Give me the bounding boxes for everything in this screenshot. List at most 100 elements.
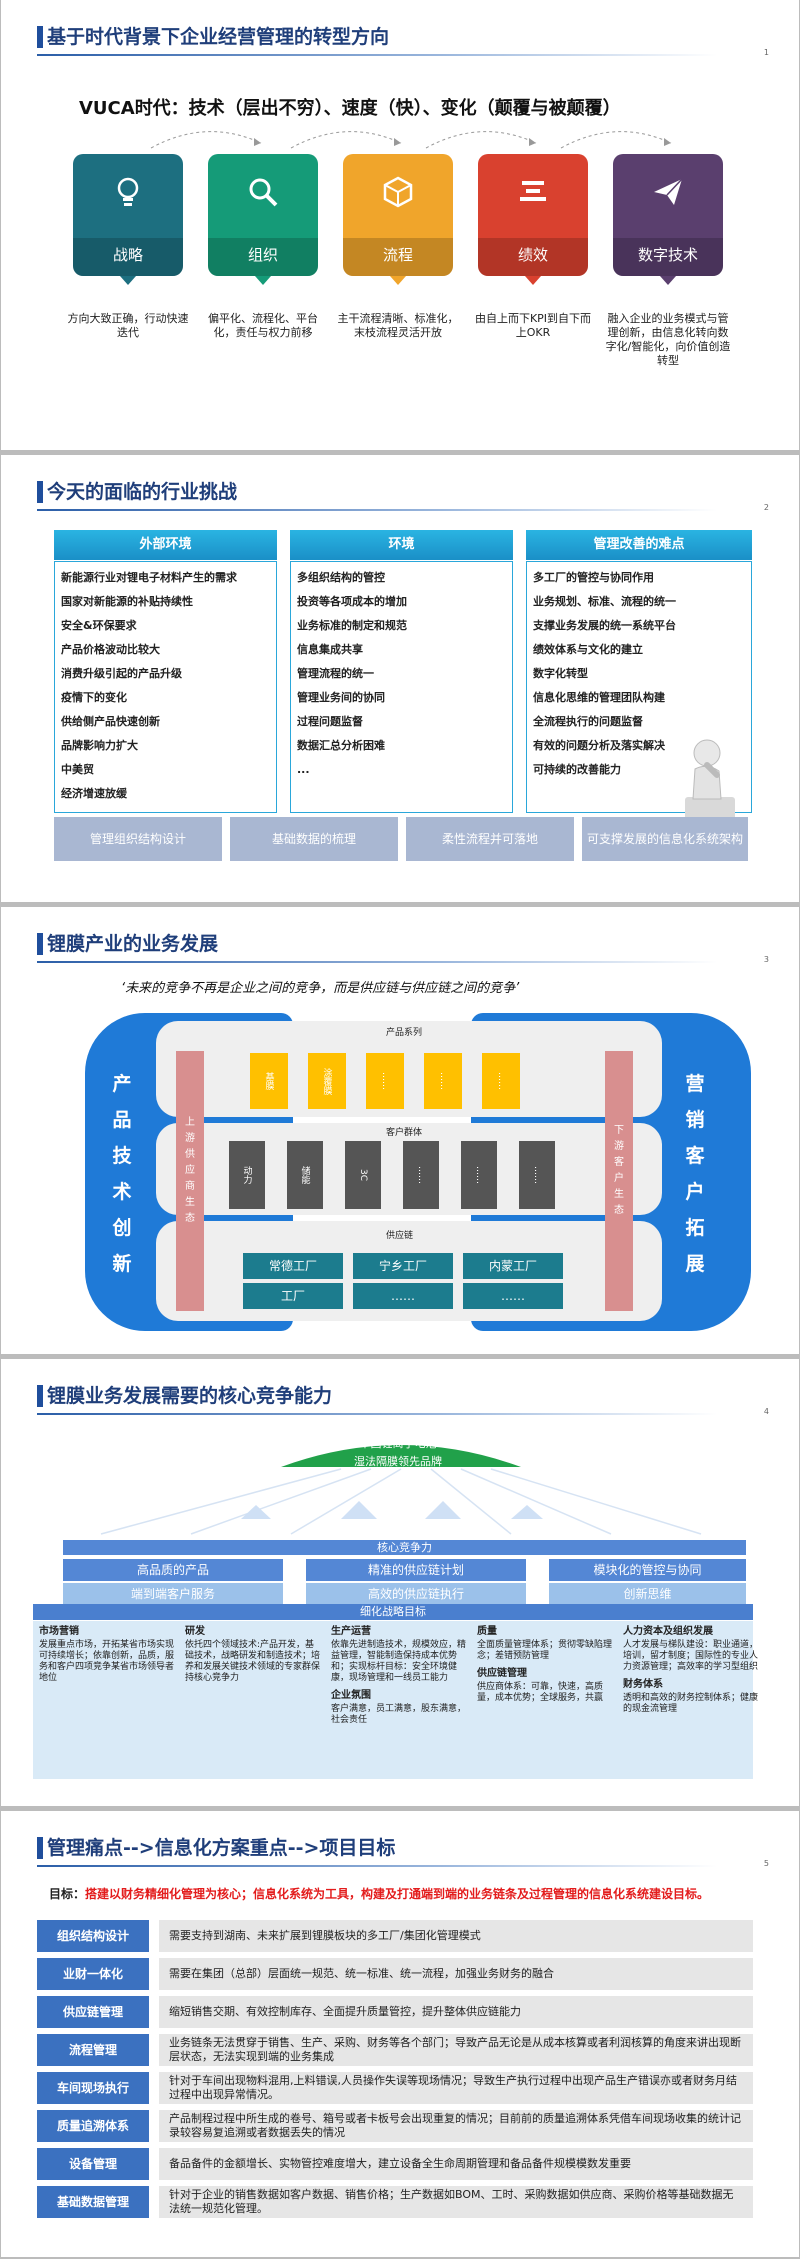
card-2: 流程 xyxy=(343,154,453,285)
list-item: 可持续的改善能力 xyxy=(533,763,621,776)
upstream-bar xyxy=(176,1051,204,1311)
card-pointer xyxy=(120,276,136,285)
card-description: 融入企业的业务模式与管理创新，由信息化转向数字化/智能化，向价值创造转型 xyxy=(605,312,731,367)
list-item: 全流程执行的问题监督 xyxy=(533,715,643,728)
strategy-text: 依托四个领域技术:产品开发，基础技术，战略研发和制造技术；培养和发展关键技术领域… xyxy=(185,1640,321,1683)
strategy-text-2: 供应商体系：可靠，快速，高质量，成本优势；全球服务，共赢 xyxy=(477,1682,604,1703)
left-vertical-char: 技 xyxy=(112,1145,132,1167)
lightbulb-icon xyxy=(73,172,183,216)
downstream-char: 游 xyxy=(614,1141,624,1152)
strategy-heading: 质量 xyxy=(477,1626,497,1637)
left-vertical-char: 术 xyxy=(112,1181,132,1203)
page-number: 3 xyxy=(763,955,769,964)
slide-title: 锂膜业务发展需要的核心竞争能力 xyxy=(47,1385,333,1407)
pyramid-graphic xyxy=(61,1445,741,1539)
list-item: ... xyxy=(297,763,310,776)
strategy-text: 人才发展与梯队建设：职业通道，培训，留才制度；国际性的专业人力资源管理；高效率的… xyxy=(623,1640,759,1672)
card-label: 流程 xyxy=(382,246,413,264)
left-vertical-char: 创 xyxy=(112,1217,132,1239)
card-label-band xyxy=(613,238,723,276)
upstream-char: 上 xyxy=(185,1117,195,1128)
page-number: 5 xyxy=(763,1859,769,1868)
customer-item: …… xyxy=(403,1141,439,1209)
goal-label: 目标： xyxy=(49,1887,86,1901)
list-item: 多工厂的管控与协同作用 xyxy=(533,571,654,584)
row-label: 业财一体化 xyxy=(37,1958,149,1990)
row-description: 备品备件的金额增长、实物管控难度增大，建立设备全生命周期管理和备品备件规模模数发… xyxy=(159,2148,753,2180)
title-underline xyxy=(37,54,717,56)
competence-item: 高效的供应链执行 xyxy=(306,1583,526,1605)
slide-title: 锂膜产业的业务发展 xyxy=(47,933,219,955)
title-bar xyxy=(37,933,43,955)
title-underline xyxy=(37,1413,717,1415)
customer-group-label: 客户群体 xyxy=(386,1128,423,1138)
product-series-label: 产品系列 xyxy=(386,1028,423,1038)
row-label: 基础数据管理 xyxy=(37,2186,149,2218)
card-label: 绩效 xyxy=(517,246,548,264)
bottom-box: 可支撑发展的信息化系统架构 xyxy=(582,817,748,861)
card-label-band xyxy=(343,238,453,276)
customer-item: 动力 xyxy=(229,1141,265,1209)
list-item: 绩效体系与文化的建立 xyxy=(533,643,643,656)
list-item: 过程问题监督 xyxy=(297,715,363,728)
strategy-heading-2: 供应链管理 xyxy=(477,1668,527,1679)
customer-item: …… xyxy=(461,1141,497,1209)
slide-title: 基于时代背景下企业经营管理的转型方向 xyxy=(47,26,390,48)
upstream-char: 游 xyxy=(185,1133,195,1144)
goal-text: 搭建以财务精细化管理为核心；信息化系统为工具，构建及打通端到端的业务链条及过程管… xyxy=(85,1887,710,1901)
product-item: …… xyxy=(424,1053,462,1109)
list-item: 信息集成共享 xyxy=(297,643,363,656)
page-number: 1 xyxy=(763,48,769,57)
search-icon xyxy=(208,172,318,216)
downstream-char: 生 xyxy=(614,1189,624,1200)
downstream-char: 户 xyxy=(614,1173,624,1184)
vuca-line: VUCA时代：技术（层出不穷）、速度（快）、变化（颠覆与被颠覆） xyxy=(79,98,621,119)
strategy-text: 全面质量管理体系；贯彻零缺陷理念；差错预防管理 xyxy=(477,1640,613,1661)
card-description: 方向大致正确，行动快速迭代 xyxy=(67,312,189,339)
upstream-char: 供 xyxy=(185,1149,195,1160)
slide-4: 锂膜业务发展需要的核心竞争能力 4 中国锂离子电池 湿法隔膜领先品牌 核心竞争力… xyxy=(1,1359,799,1806)
list-item: 业务规划、标准、流程的统一 xyxy=(533,595,676,608)
factory-item: 工厂 xyxy=(243,1283,343,1309)
downstream-char: 客 xyxy=(614,1157,624,1168)
left-vertical-char: 新 xyxy=(112,1253,132,1275)
card-pointer xyxy=(255,276,271,285)
paper-plane-icon xyxy=(613,172,723,216)
right-vertical-char: 销 xyxy=(685,1109,705,1131)
competence-item: 高品质的产品 xyxy=(63,1559,283,1581)
factory-item: …… xyxy=(463,1283,563,1309)
column-header: 管理改善的难点 xyxy=(526,530,752,560)
connector-arrows xyxy=(150,131,672,149)
bottom-box: 基础数据的梳理 xyxy=(230,817,398,861)
row-label: 设备管理 xyxy=(37,2148,149,2180)
list-item: 业务标准的制定和规范 xyxy=(297,619,407,632)
card-label-band xyxy=(478,238,588,276)
slide-2: 今天的面临的行业挑战 2 外部环境新能源行业对锂电子材料产生的需求国家对新能源的… xyxy=(1,455,799,902)
strategy-column: 人力资本及组织发展人才发展与梯队建设：职业通道，培训，留才制度；国际性的专业人力… xyxy=(623,1626,759,1779)
competence-item: 端到端客户服务 xyxy=(63,1583,283,1605)
list-item: 安全&环保要求 xyxy=(61,619,137,632)
left-vertical-char: 产 xyxy=(112,1073,132,1095)
row-label: 车间现场执行 xyxy=(37,2072,149,2104)
strategy-heading-2: 财务体系 xyxy=(623,1679,663,1690)
product-item: …… xyxy=(366,1053,404,1109)
column-list: 新能源行业对锂电子材料产生的需求国家对新能源的补贴持续性安全&环保要求产品价格波… xyxy=(54,561,277,813)
right-vertical-char: 拓 xyxy=(685,1217,705,1239)
strategy-panel xyxy=(33,1621,753,1779)
right-vertical-char: 展 xyxy=(685,1253,705,1275)
right-vertical-char: 客 xyxy=(685,1145,705,1167)
list-item: 有效的问题分析及落实解决 xyxy=(533,739,665,752)
customer-item: 3C xyxy=(345,1141,381,1209)
card-1: 组织 xyxy=(208,154,318,285)
card-3: 绩效 xyxy=(478,154,588,285)
card-pointer xyxy=(660,276,676,285)
title-underline xyxy=(37,961,717,963)
factory-item: 常德工厂 xyxy=(243,1253,343,1279)
slide-title: 今天的面临的行业挑战 xyxy=(47,481,238,503)
row-label: 组织结构设计 xyxy=(37,1920,149,1952)
strategy-heading: 市场营销 xyxy=(39,1626,79,1637)
left-vertical-char: 品 xyxy=(112,1109,132,1131)
strategy-column: 质量全面质量管理体系；贯彻零缺陷理念；差错预防管理供应链管理供应商体系：可靠，快… xyxy=(477,1626,613,1779)
list-item: 产品价格波动比较大 xyxy=(61,643,160,656)
slide-3: 锂膜产业的业务发展 3 ‘未来的竞争不再是企业之间的竞争，而是供应链与供应链之间… xyxy=(1,907,799,1354)
